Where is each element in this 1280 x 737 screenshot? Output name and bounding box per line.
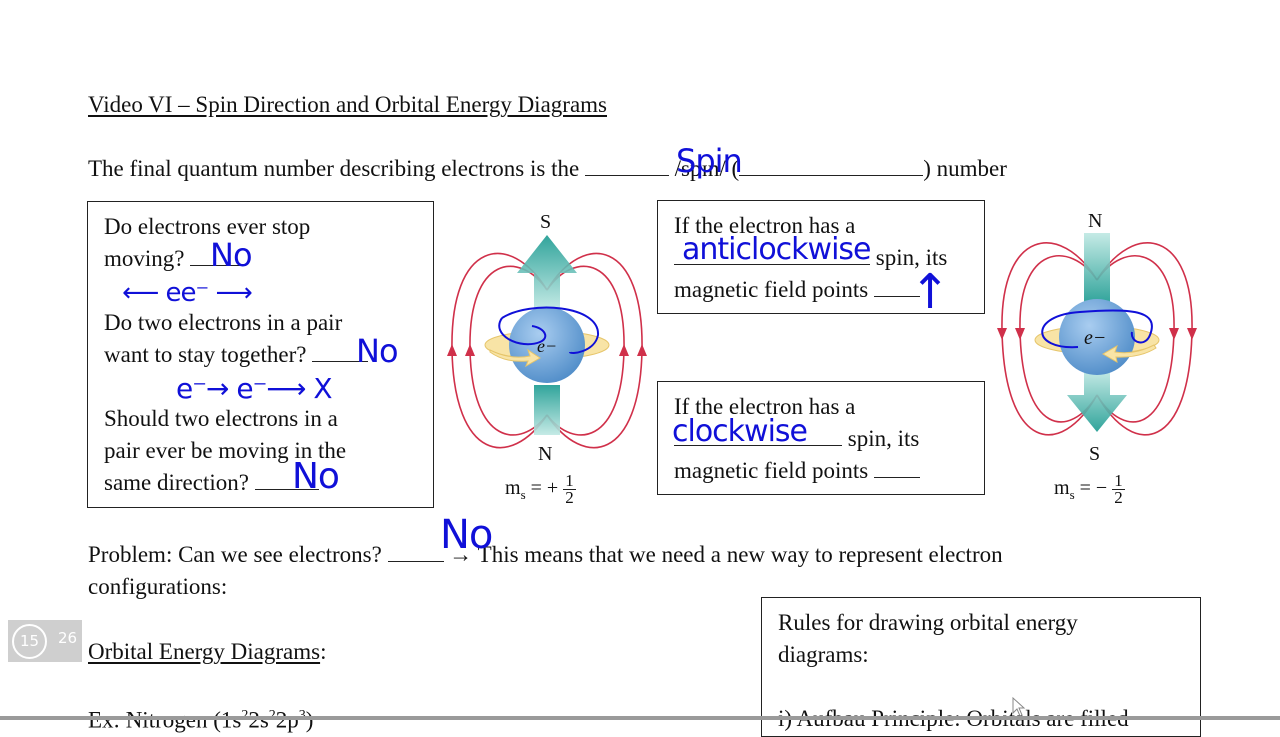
- q3-line2: pair ever be moving in the: [104, 438, 347, 463]
- spin-up-bottom-pole: N: [538, 443, 553, 465]
- q2-line2: want to stay together?: [104, 339, 369, 371]
- spin-up-top-pole: S: [540, 211, 552, 233]
- spin-down-top-pole: N: [1088, 210, 1103, 232]
- intro-suffix: ) number: [923, 156, 1007, 181]
- clockwise-line3: magnetic field points: [674, 455, 920, 487]
- q1-handwritten-sketch: ⟵ ee⁻ ⟶: [122, 278, 253, 308]
- clockwise-direction-blank: [873, 455, 920, 478]
- q2-handwritten-sketch: e⁻→ e⁻⟶ X: [176, 372, 333, 405]
- page-indicator[interactable]: 15 26: [8, 620, 82, 662]
- q3-line3: same direction?: [104, 467, 319, 499]
- anticlockwise-line2: spin, its: [674, 242, 947, 274]
- total-pages: 26: [58, 629, 78, 647]
- spin-name-blank: [739, 153, 924, 176]
- up-arrow-handwritten-answer: ↑: [910, 264, 950, 320]
- clockwise-box: If the electron has a spin, its magnetic…: [657, 381, 985, 495]
- anticlockwise-line1: If the electron has a: [674, 213, 856, 238]
- intro-pronunciation: /spɪn/ (: [674, 156, 740, 181]
- problem-blank: [387, 539, 444, 562]
- problem-suffix: This means that we need a new way to rep…: [477, 542, 1003, 567]
- clockwise-handwritten-answer: clockwise: [672, 414, 808, 449]
- anticlockwise-box: If the electron has a spin, its magnetic…: [657, 200, 985, 314]
- q1-line2: moving?: [104, 243, 247, 275]
- problem-line2: configurations:: [88, 574, 228, 599]
- spin-down-bottom-pole: S: [1089, 443, 1101, 465]
- q3-blank: [254, 467, 319, 490]
- spin-up-electron-label: e−: [537, 336, 558, 356]
- spin-down-electron-label: e−: [1084, 327, 1107, 349]
- anticlockwise-blank: [674, 242, 870, 265]
- q2-handwritten-answer: No: [356, 332, 399, 370]
- spin-up-illustration: [447, 235, 647, 449]
- q1-blank: [190, 243, 247, 266]
- intro-prefix: The final quantum number describing elec…: [88, 156, 580, 181]
- mouse-cursor-icon: [1012, 696, 1026, 717]
- page-title: Video VI – Spin Direction and Orbital En…: [88, 92, 607, 117]
- section-heading: Orbital Energy Diagrams:: [88, 639, 327, 664]
- problem-handwritten-answer: No: [440, 512, 493, 558]
- bottom-edge-bar: [0, 716, 1280, 720]
- question-box: Do electrons ever stop moving? No ⟵ ee⁻ …: [87, 201, 434, 508]
- problem-prefix: Problem: Can we see electrons?: [88, 542, 382, 567]
- anticlockwise-direction-blank: [873, 274, 920, 297]
- rules-line1: Rules for drawing orbital energy: [778, 610, 1078, 635]
- q3-handwritten-answer: No: [292, 456, 340, 497]
- spin-down-illustration: [997, 233, 1197, 436]
- arrow-glyph: →: [449, 542, 473, 567]
- q3-line1: Should two electrons in a: [104, 406, 338, 431]
- clockwise-line2: spin, its: [674, 423, 919, 455]
- spin-answer-blank: [584, 153, 669, 176]
- clockwise-line1: If the electron has a: [674, 394, 856, 419]
- q1-line1: Do electrons ever stop: [104, 214, 311, 239]
- intro-sentence: The final quantum number describing elec…: [88, 153, 1007, 185]
- q1-handwritten-answer: No: [210, 236, 253, 274]
- q2-blank: [312, 339, 369, 362]
- current-page-number: 15: [12, 624, 47, 659]
- q2-line1: Do two electrons in a pair: [104, 310, 343, 335]
- rules-line2: diagrams:: [778, 642, 869, 667]
- clockwise-blank: [674, 423, 842, 446]
- anticlockwise-handwritten-answer: anticlockwise: [682, 232, 872, 267]
- anticlockwise-line3: magnetic field points: [674, 274, 920, 306]
- handwritten-spin-answer: Spin: [676, 142, 743, 180]
- problem-line: Problem: Can we see electrons? → This me…: [88, 539, 1003, 571]
